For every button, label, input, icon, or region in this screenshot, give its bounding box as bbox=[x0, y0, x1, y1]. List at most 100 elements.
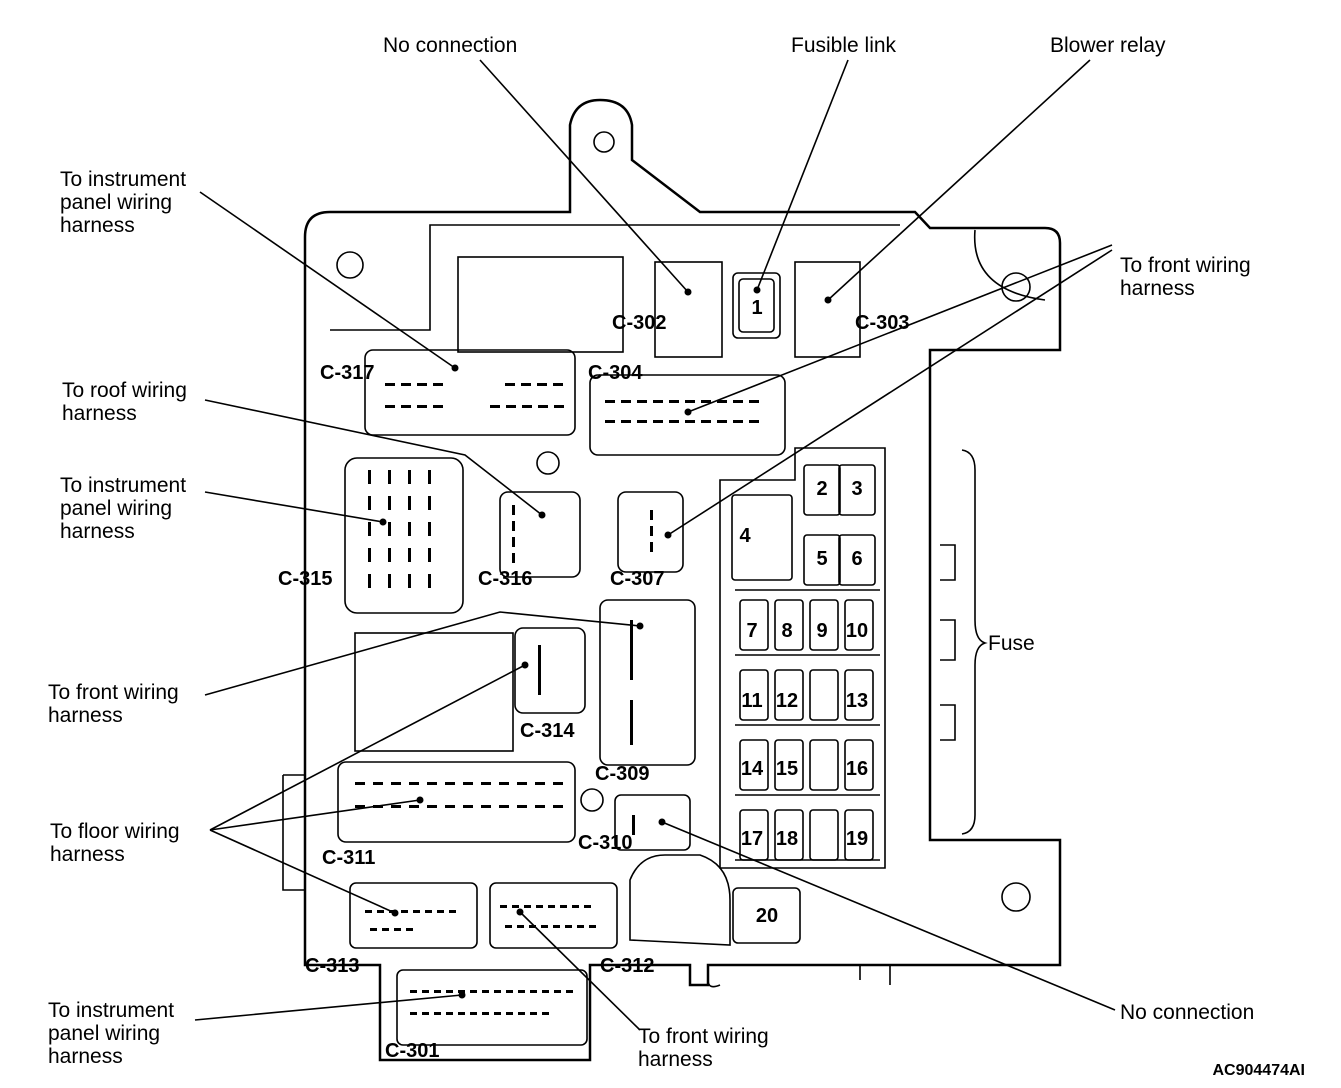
callout-line: No connection bbox=[1120, 1001, 1254, 1024]
leader-line bbox=[756, 59, 849, 291]
leader-dot bbox=[824, 296, 832, 304]
relay-blocks bbox=[354, 256, 861, 946]
callout-line: harness bbox=[638, 1048, 713, 1071]
leader-dot bbox=[416, 796, 424, 804]
callout-line: harness bbox=[62, 402, 137, 425]
leader-dot bbox=[516, 908, 524, 916]
callout-line: To instrument bbox=[60, 168, 186, 191]
connector-label-c-303: C-303 bbox=[855, 312, 909, 334]
callout-line: No connection bbox=[383, 34, 517, 57]
leader-line bbox=[479, 59, 689, 293]
connector-label-c-312: C-312 bbox=[600, 955, 654, 977]
callout-line: harness bbox=[48, 1045, 123, 1068]
fuse-number-5: 5 bbox=[816, 548, 827, 570]
callout-line: To floor wiring bbox=[50, 820, 180, 843]
fuse-number-2: 2 bbox=[816, 478, 827, 500]
callout-line: Fusible link bbox=[791, 34, 897, 57]
leader-dot bbox=[684, 288, 692, 296]
connector-label-c-307: C-307 bbox=[610, 568, 664, 590]
fuse-number-17: 17 bbox=[741, 828, 763, 850]
callout-label: No connection bbox=[1120, 1001, 1254, 1024]
leader-dot bbox=[391, 909, 399, 917]
callout-line: harness bbox=[50, 843, 125, 866]
callout-line: harness bbox=[60, 520, 135, 543]
callout-line: To instrument bbox=[48, 999, 174, 1022]
connector-label-c-315: C-315 bbox=[278, 568, 332, 590]
leader-line bbox=[209, 799, 421, 831]
leader-dot bbox=[451, 364, 459, 372]
fuse-number-20: 20 bbox=[756, 905, 778, 927]
callout-line: panel wiring bbox=[60, 497, 172, 520]
fuse-brace bbox=[961, 449, 988, 835]
callout-label: Fuse bbox=[988, 632, 1035, 655]
fuse-number-7: 7 bbox=[746, 620, 757, 642]
fuse-number-19: 19 bbox=[846, 828, 868, 850]
leader-line bbox=[204, 399, 543, 516]
leader-line bbox=[661, 821, 1116, 1011]
fuse-number-16: 16 bbox=[846, 758, 868, 780]
leader-line bbox=[194, 994, 463, 1021]
fuse-number-1: 1 bbox=[751, 297, 762, 319]
callout-line: To front wiring bbox=[1120, 254, 1251, 277]
connector-label-c-302: C-302 bbox=[612, 312, 666, 334]
leader-dot bbox=[458, 991, 466, 999]
leader-line bbox=[667, 249, 1113, 536]
fuse-number-9: 9 bbox=[816, 620, 827, 642]
leader-dot bbox=[753, 286, 761, 294]
leader-line bbox=[209, 664, 526, 831]
leader-dot bbox=[664, 531, 672, 539]
connector-housings bbox=[337, 349, 786, 1046]
fuse-number-15: 15 bbox=[776, 758, 798, 780]
leader-dot bbox=[538, 511, 546, 519]
leader-dot bbox=[521, 661, 529, 669]
fuse-number-11: 11 bbox=[741, 690, 762, 712]
callout-label: Fusible link bbox=[791, 34, 897, 57]
callout-line: panel wiring bbox=[48, 1022, 160, 1045]
connector-label-c-311: C-311 bbox=[322, 847, 375, 869]
fuse-number-3: 3 bbox=[851, 478, 862, 500]
connector-label-c-314: C-314 bbox=[520, 720, 575, 742]
connector-label-c-316: C-316 bbox=[478, 568, 532, 590]
leader-lines bbox=[194, 59, 1116, 1031]
fuse-number-6: 6 bbox=[851, 548, 862, 570]
fuse-number-12: 12 bbox=[776, 690, 798, 712]
leader-line bbox=[519, 911, 641, 1031]
fuse-number-13: 13 bbox=[846, 690, 868, 712]
leader-line bbox=[199, 191, 456, 369]
leader-line bbox=[827, 59, 1091, 301]
leader-line bbox=[204, 611, 641, 696]
leader-line bbox=[204, 491, 384, 523]
fuse-number-8: 8 bbox=[781, 620, 792, 642]
connector-label-c-310: C-310 bbox=[578, 832, 632, 854]
callout-line: To instrument bbox=[60, 474, 186, 497]
callout-line: Blower relay bbox=[1050, 34, 1166, 57]
fuse-number-14: 14 bbox=[741, 758, 764, 780]
callout-line: harness bbox=[48, 704, 123, 727]
callout-line: panel wiring bbox=[60, 191, 172, 214]
callout-line: harness bbox=[1120, 277, 1195, 300]
connector-label-c-317: C-317 bbox=[320, 362, 374, 384]
callout-line: To front wiring bbox=[48, 681, 179, 704]
leader-dot bbox=[684, 408, 692, 416]
fuse-number-18: 18 bbox=[776, 828, 798, 850]
callout-line: To front wiring bbox=[638, 1025, 769, 1048]
connector-label-c-313: C-313 bbox=[305, 955, 359, 977]
leader-line bbox=[209, 829, 396, 914]
connector-label-c-301: C-301 bbox=[385, 1040, 439, 1062]
connector-label-c-304: C-304 bbox=[588, 362, 643, 384]
fuse-number-10: 10 bbox=[846, 620, 868, 642]
callout-line: harness bbox=[60, 214, 135, 237]
callout-label: No connection bbox=[383, 34, 517, 57]
callout-line: Fuse bbox=[988, 632, 1035, 655]
fuse-number-4: 4 bbox=[739, 525, 751, 547]
junction-block-outline bbox=[282, 98, 1062, 1062]
leader-dot bbox=[379, 518, 387, 526]
